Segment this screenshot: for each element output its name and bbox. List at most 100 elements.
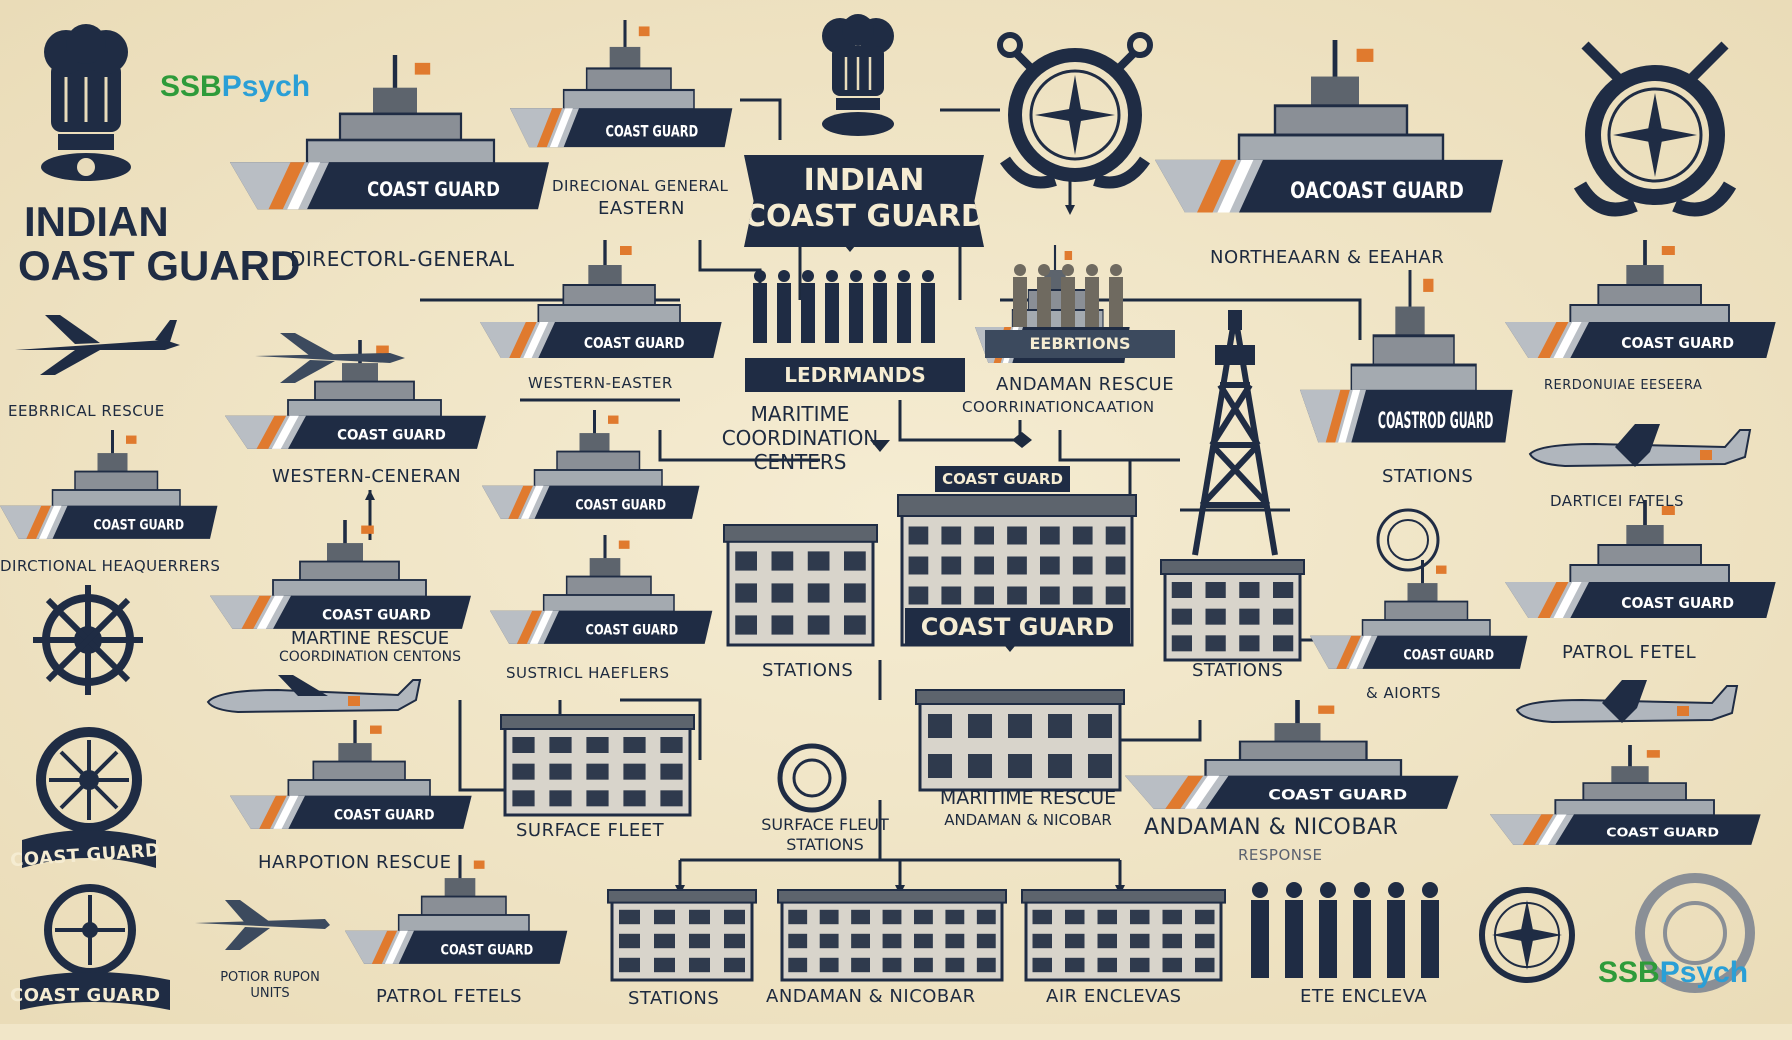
aircraft-5-icon — [1515, 680, 1739, 724]
ship-hull-label: COAST GUARD — [584, 335, 685, 352]
label-directorl-general: DIRECTORL-GENERAL — [290, 247, 515, 271]
brand-name-part1-bottom: SSB — [1598, 956, 1660, 989]
label-air-enclevas: AIR ENCLEVAS — [1046, 986, 1182, 1007]
maritime-rescue-group: MARITIME RESCUE ANDAMAN & NICOBAR — [918, 787, 1138, 831]
ship-hull-label: COAST GUARD — [337, 428, 446, 444]
ship-hull-label: COASTROD GUARD — [1378, 409, 1493, 434]
maritime-line2: COORDINATION — [721, 426, 879, 450]
anchor-compass-emblem-icon — [997, 32, 1153, 189]
ship-s10-icon: COASTROD GUARD — [1300, 270, 1513, 443]
label-andaman-rescue: ANDAMAN RESCUE — [996, 374, 1175, 395]
eebrtions-banner: EEBRTIONS — [985, 330, 1175, 358]
label-andaman-nicobar-big: ANDAMAN & NICOBAR — [1144, 815, 1399, 840]
ship-s3-icon: OACOAST GUARD — [1155, 40, 1503, 213]
state-emblem-icon — [41, 24, 131, 181]
ship-s8-icon: COAST GUARD — [210, 520, 471, 629]
maritime-coordination-centers: MARITIME COORDINATION CENTERS — [700, 402, 900, 474]
surface-fleut-group: SURFACE FLEUT STATIONS — [735, 815, 915, 855]
brand-logo-bottom: SSBPsych — [1598, 956, 1748, 990]
compass-seal-bottom-icon — [1479, 887, 1575, 983]
label-rerdonuiae: RERDONUIAE EESEERA — [1544, 378, 1703, 393]
building-station-right-icon — [1160, 559, 1305, 662]
surface-fleut-line2: STATIONS — [786, 835, 864, 854]
anchor-compass-emblem-right-icon — [1573, 41, 1737, 217]
left-title-line2: OAST GUARD — [18, 242, 301, 289]
label-response: RESPONSE — [1238, 846, 1323, 864]
ship-s17-icon: COAST GUARD — [345, 855, 568, 964]
ship-hull-label: COAST GUARD — [1403, 647, 1494, 663]
ship-s6-icon: COAST GUARD — [0, 430, 218, 539]
label-northeaarn: NORTHEAARN & EEAHAR — [1210, 247, 1445, 268]
aircraft-3-icon — [206, 675, 422, 714]
maritime-rescue-line1: MARITIME RESCUE — [939, 787, 1117, 809]
coast-guard-seal-1-icon — [22, 727, 156, 868]
ledrmands-banner: LEDRMANDS — [745, 358, 965, 392]
ship-hull-label: OACOAST GUARD — [1290, 177, 1464, 203]
label-andaman-nicobar-bottom: ANDAMAN & NICOBAR — [766, 986, 976, 1007]
label-western-easter: WESTERN-EASTER — [528, 374, 673, 392]
label-surface-fleet: SURFACE FLEET — [516, 820, 665, 841]
label-patrol-fetel: PATROL FETEL — [1562, 642, 1697, 663]
label-dirctional-hq: DIRCTIONAL HEAQUERRERS — [0, 557, 221, 575]
brand-name-part1: SSB — [160, 70, 222, 103]
brand-name-part2-bottom: Psych — [1659, 956, 1749, 989]
building-station-left-icon — [723, 524, 878, 647]
ship-s16-icon: COAST GUARD — [230, 720, 472, 829]
round-seal-icon — [1635, 873, 1755, 993]
building-sub-2-icon — [915, 689, 1125, 792]
building-b-bottom-1-icon — [607, 889, 757, 982]
ship-hull-label: COAST GUARD — [1268, 786, 1407, 803]
personnel-group-2-icon — [1013, 264, 1123, 327]
maritime-rescue-line2: ANDAMAN & NICOBAR — [944, 811, 1112, 829]
label-stations-1: STATIONS — [1382, 466, 1474, 487]
center-title-line1: INDIAN — [803, 163, 925, 198]
ship-hull-label: COAST GUARD — [334, 808, 435, 824]
station-badge-icon — [777, 743, 847, 813]
ship-hull-label: COAST GUARD — [441, 942, 534, 958]
potior-rupon-line1: POTIOR RUPON — [220, 970, 320, 985]
label-eastern: EASTERN — [598, 198, 685, 219]
center-title-banner: INDIAN COAST GUARD — [744, 155, 984, 247]
emblem-medallion-icon — [1376, 508, 1440, 572]
coast-guard-hq-banner: COAST GUARD — [905, 608, 1130, 646]
center-title-line2: COAST GUARD — [744, 199, 986, 234]
label-eebrrical-rescue: EEBRRICAL RESCUE — [8, 402, 165, 420]
building-sub-1-icon — [500, 714, 695, 817]
ship-hull-label: COAST GUARD — [1621, 336, 1734, 353]
label-darticei: DARTICEI FATELS — [1550, 492, 1684, 510]
ship-hull-label: COAST GUARD — [93, 517, 184, 533]
martine-rescue-line1: MARTINE RESCUE — [290, 628, 450, 649]
label-stations-4: STATIONS — [628, 988, 720, 1009]
coast-guard-small-banner: COAST GUARD — [935, 466, 1070, 492]
left-title: INDIAN OAST GUARD — [18, 200, 300, 288]
coast-guard-seal-2-icon — [20, 884, 170, 1010]
personnel-group-1-icon — [753, 270, 935, 343]
lighthouse-tower-icon — [1192, 310, 1278, 556]
brand-name-part2: Psych — [221, 70, 311, 103]
ship-s7-icon: COAST GUARD — [482, 410, 700, 519]
ship-hull-label: COAST GUARD — [367, 179, 500, 202]
label-patrol-fetels: PATROL FETELS — [376, 986, 523, 1007]
ship-s4-icon: COAST GUARD — [480, 240, 722, 358]
ship-s2-icon: COAST GUARD — [510, 20, 733, 148]
building-b-bottom-3-icon — [1021, 889, 1226, 982]
martine-rescue-line2: COORDINATION CENTONS — [278, 649, 462, 665]
label-harpotion: HARPOTION RESCUE — [258, 852, 452, 873]
ship-s5-icon: COAST GUARD — [225, 340, 486, 449]
ship-hull-label: COAST GUARD — [1606, 826, 1719, 840]
martine-rescue-group: MARTINE RESCUE COORDINATION CENTONS — [250, 628, 490, 665]
ship-hull-label: COAST GUARD — [1621, 596, 1734, 613]
aircraft-2-icon — [255, 333, 405, 383]
label-sustricl: SUSTRICL HAEFLERS — [506, 664, 670, 682]
ship-s15-icon: COAST GUARD — [1490, 745, 1761, 845]
ship-s12-icon: COAST GUARD — [1505, 500, 1776, 618]
label-air-orts: & AIORTS — [1366, 684, 1441, 702]
maritime-line3: CENTERS — [753, 450, 847, 474]
brand-logo-top: SSBPsych — [160, 70, 310, 104]
left-title-line1: INDIAN — [24, 198, 169, 245]
ship-wheel-seal-icon — [33, 585, 143, 695]
ship-hull-label: COAST GUARD — [575, 497, 666, 513]
coast-guard-seal-2-label: COAST GUARD — [10, 985, 161, 1006]
state-emblem-center-icon — [822, 14, 894, 136]
